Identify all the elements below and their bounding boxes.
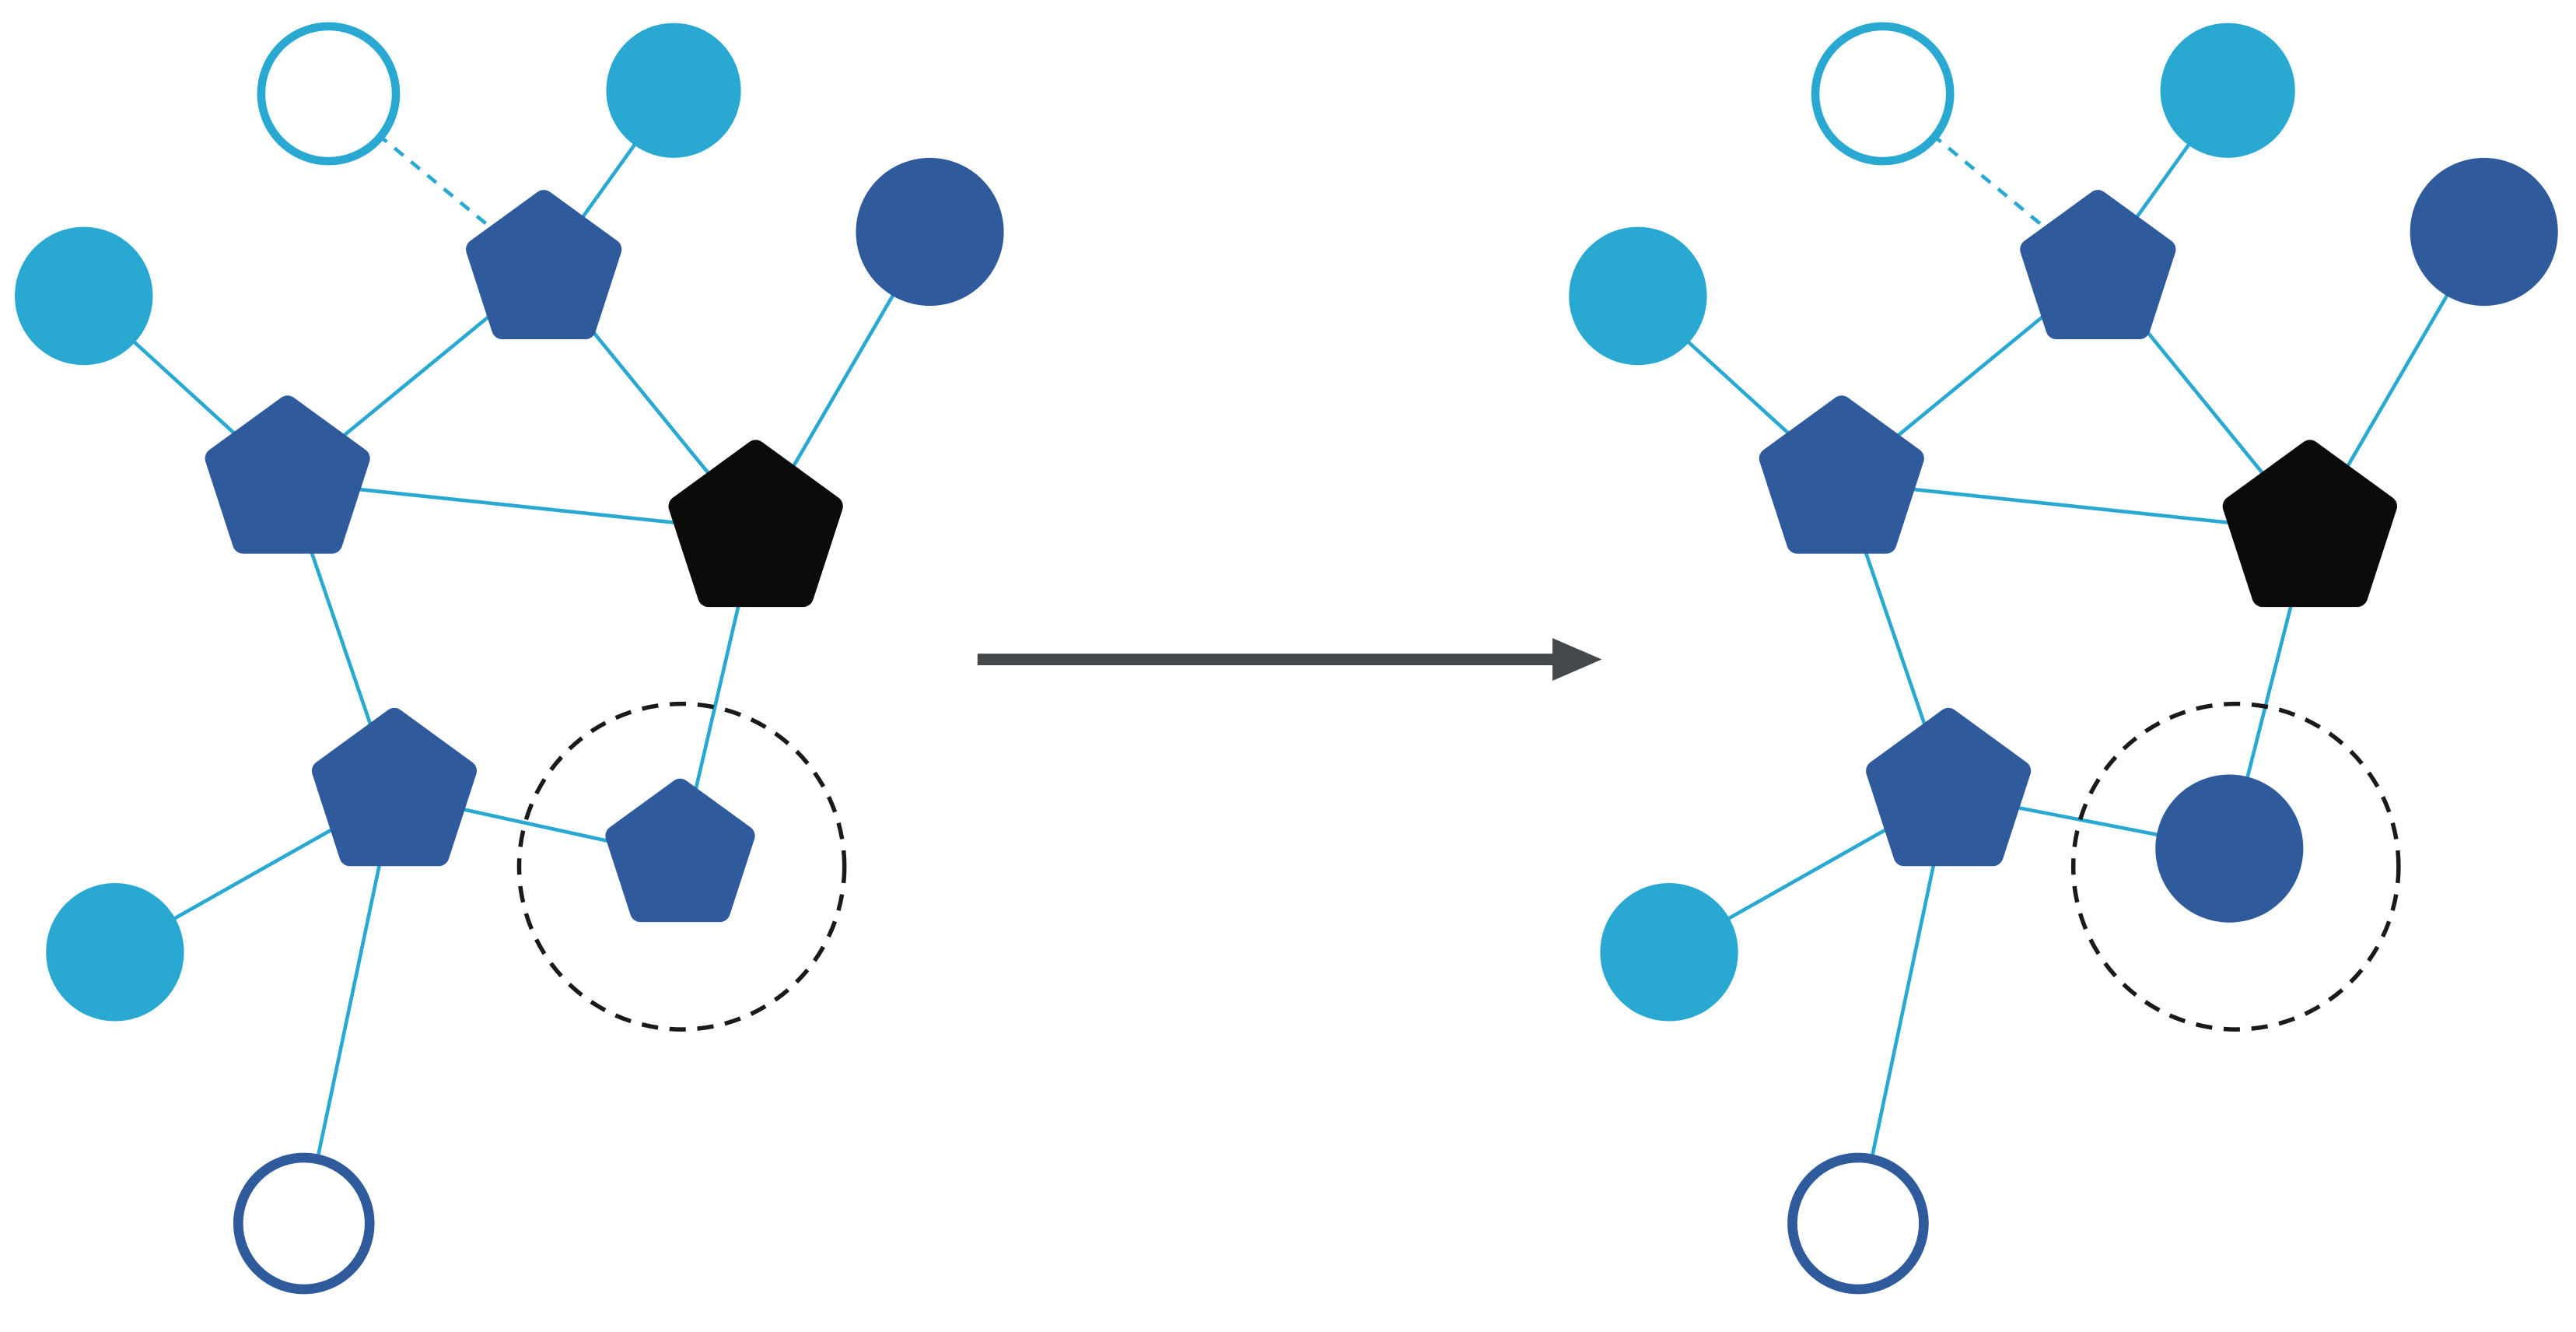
panel-after (1569, 22, 2558, 1295)
after-node-cyan-top (2160, 23, 2295, 158)
after-node-cyan-lower (1600, 882, 1738, 1022)
panel-before (15, 22, 1004, 1295)
before-node-cyan-lower (46, 882, 184, 1022)
after-node-pentagon-lower (1866, 707, 2032, 867)
after-node-blue-circle-inner (2155, 774, 2304, 923)
before-node-pentagon-lower (311, 707, 477, 867)
after-node-pentagon-black (2222, 440, 2397, 608)
after-node-blue-circle-right (2410, 157, 2558, 307)
before-node-pentagon-left (205, 395, 370, 554)
arrow-head (1552, 638, 1602, 682)
highlight-dashed-circle (516, 701, 847, 1032)
highlight-dashed-circle (2070, 701, 2401, 1032)
after-node-cyan-outline-top (1811, 22, 1955, 166)
after-node-blue-outline-bottom (1787, 1152, 1929, 1295)
after-node-pentagon-left (1759, 395, 1924, 554)
transform-arrow (977, 638, 1602, 682)
before-node-blue-outline-bottom (233, 1152, 375, 1295)
before-node-cyan-outline-top (257, 22, 401, 166)
before-node-pentagon-inner (605, 778, 755, 923)
before-node-blue-circle-right (856, 157, 1004, 307)
before-node-cyan-top (606, 23, 741, 158)
before-node-pentagon-top (466, 190, 622, 340)
before-node-pentagon-black (668, 440, 843, 608)
after-node-cyan-left (1569, 226, 1707, 366)
after-node-pentagon-top (2020, 190, 2176, 340)
before-node-cyan-left (15, 226, 153, 366)
